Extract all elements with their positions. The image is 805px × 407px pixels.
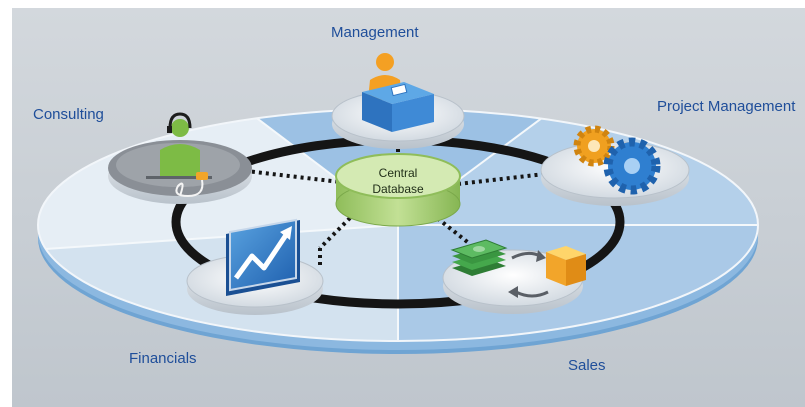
- gear-icon-blue: [603, 137, 661, 195]
- gear-orange-hub: [588, 140, 600, 152]
- person-head: [376, 53, 394, 71]
- financials-module: [186, 218, 324, 315]
- exchange-arrow-bottom-head: [508, 286, 518, 298]
- label-sales: Sales: [568, 357, 606, 374]
- person-body: [160, 144, 200, 176]
- central-database-label-line1: Central: [378, 166, 418, 180]
- consulting-module: [108, 112, 252, 204]
- phone-cord: [175, 179, 204, 198]
- connector-consulting: [237, 168, 341, 184]
- person-head: [171, 119, 189, 137]
- sales-module: [442, 239, 586, 314]
- label-management: Management: [331, 24, 419, 41]
- desk-surface: [146, 176, 212, 179]
- sector-divider: [38, 224, 399, 251]
- gear-icon-orange: [573, 125, 615, 167]
- desk-paper: [390, 83, 408, 97]
- box-top: [546, 246, 586, 260]
- label-project-management: Project Management: [657, 98, 796, 115]
- project-management-module: [540, 125, 690, 206]
- headset-earpiece: [167, 126, 172, 133]
- box-side: [566, 254, 586, 286]
- headset-icon: [168, 112, 192, 129]
- exchange-arrow-top-head: [536, 250, 546, 262]
- exchange-arrow-bottom-icon: [515, 290, 549, 298]
- desk-side: [392, 94, 434, 132]
- trend-arrow-head: [280, 226, 292, 240]
- central-database: [335, 153, 461, 227]
- database-cylinder-top: [335, 153, 461, 199]
- box-front: [546, 252, 566, 286]
- money-stack-icon: [450, 239, 508, 276]
- management-module: [331, 53, 465, 149]
- desk-front: [362, 92, 392, 132]
- label-financials: Financials: [129, 350, 197, 367]
- money-bill-emblem: [473, 246, 485, 252]
- phone-icon: [196, 172, 208, 180]
- product-box-icon: [546, 246, 586, 286]
- gear-blue-hub: [624, 158, 640, 174]
- connector-financials: [318, 216, 352, 250]
- label-consulting: Consulting: [33, 106, 104, 123]
- central-database-label-line2: Database: [372, 182, 424, 196]
- trend-line-icon: [233, 230, 291, 280]
- chart-panel: [229, 218, 297, 292]
